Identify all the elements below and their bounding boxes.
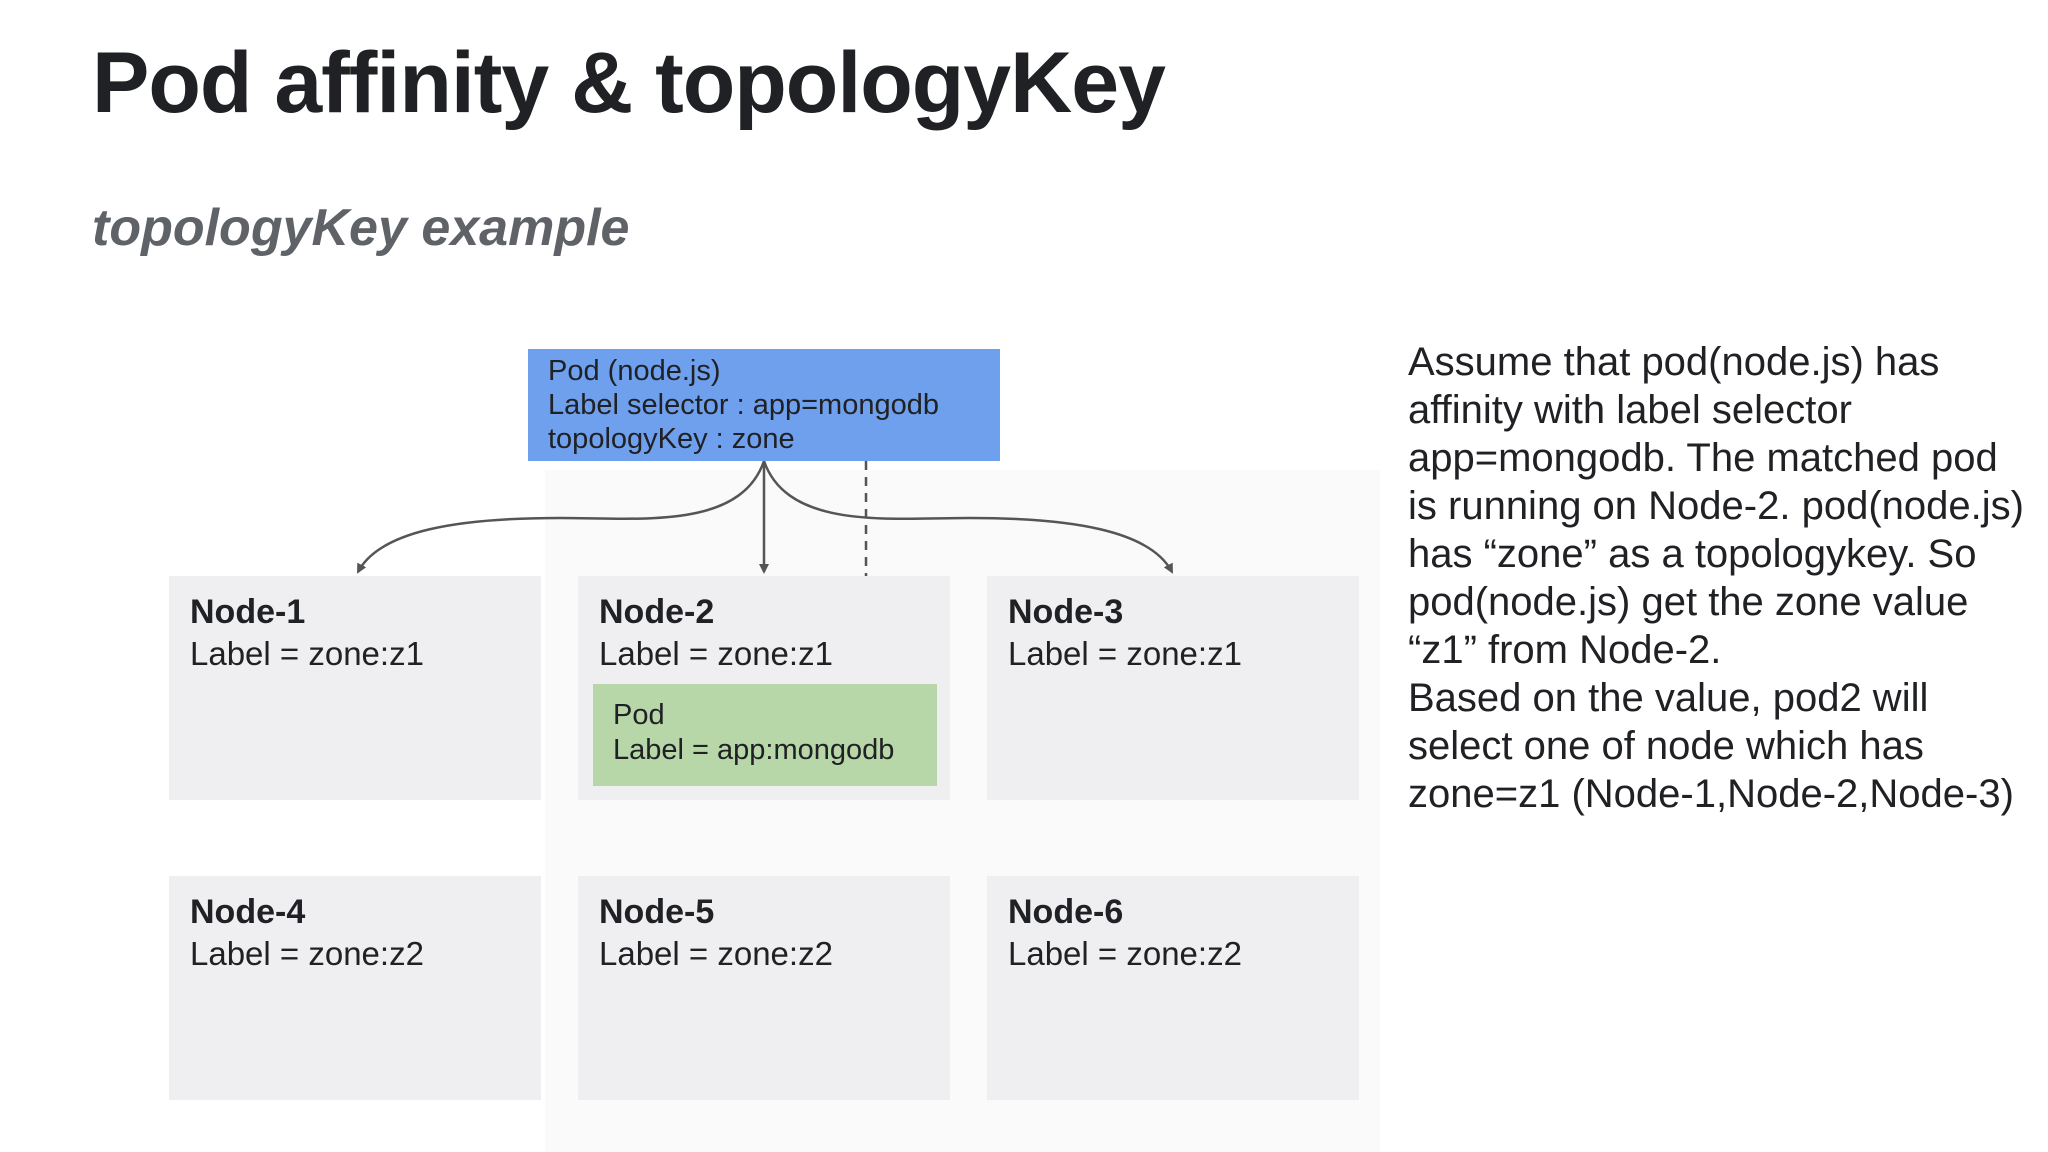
node-6-box: Node-6 Label = zone:z2: [987, 876, 1359, 1100]
arrow-to-node-1: [356, 460, 766, 574]
node-1-box: Node-1 Label = zone:z1: [169, 576, 541, 800]
pod-label-selector: Label selector : app=mongodb: [548, 389, 939, 421]
node-5-label: Label = zone:z2: [599, 935, 833, 972]
node-3-name: Node-3: [1008, 593, 1124, 631]
node-1-label: Label = zone:z1: [190, 635, 424, 672]
pod-nodejs-box: Pod (node.js) Label selector : app=mongo…: [528, 349, 1000, 461]
node-3-label: Label = zone:z1: [1008, 635, 1242, 672]
node-4-label: Label = zone:z2: [190, 935, 424, 972]
node-6-label: Label = zone:z2: [1008, 935, 1242, 972]
node-6-name: Node-6: [1008, 893, 1124, 931]
explanation-text: Assume that pod(node.js) has affinity wi…: [1408, 338, 2028, 818]
mongodb-pod-label: Label = app:mongodb: [613, 734, 895, 766]
explanation-paragraph-2: Based on the value, pod2 will select one…: [1408, 676, 2014, 816]
explanation-paragraph-1: Assume that pod(node.js) has affinity wi…: [1408, 340, 2024, 672]
slide-subtitle: topologyKey example: [92, 199, 630, 257]
node-5-box: Node-5 Label = zone:z2: [578, 876, 950, 1100]
node-4-name: Node-4: [190, 893, 306, 931]
node-2-label: Label = zone:z1: [599, 635, 833, 672]
node-4-box: Node-4 Label = zone:z2: [169, 876, 541, 1100]
mongodb-pod-box: Pod Label = app:mongodb: [593, 684, 937, 786]
node-3-box: Node-3 Label = zone:z1: [987, 576, 1359, 800]
node-1-name: Node-1: [190, 593, 306, 631]
pod-topology-key: topologyKey : zone: [548, 423, 795, 455]
pod-nodejs-title: Pod (node.js): [548, 355, 721, 387]
mongodb-pod-title: Pod: [613, 699, 665, 731]
node-5-name: Node-5: [599, 893, 715, 931]
arrow-to-node-3: [762, 460, 1174, 574]
slide-title: Pod affinity & topologyKey: [92, 35, 1166, 131]
node-2-name: Node-2: [599, 593, 715, 631]
